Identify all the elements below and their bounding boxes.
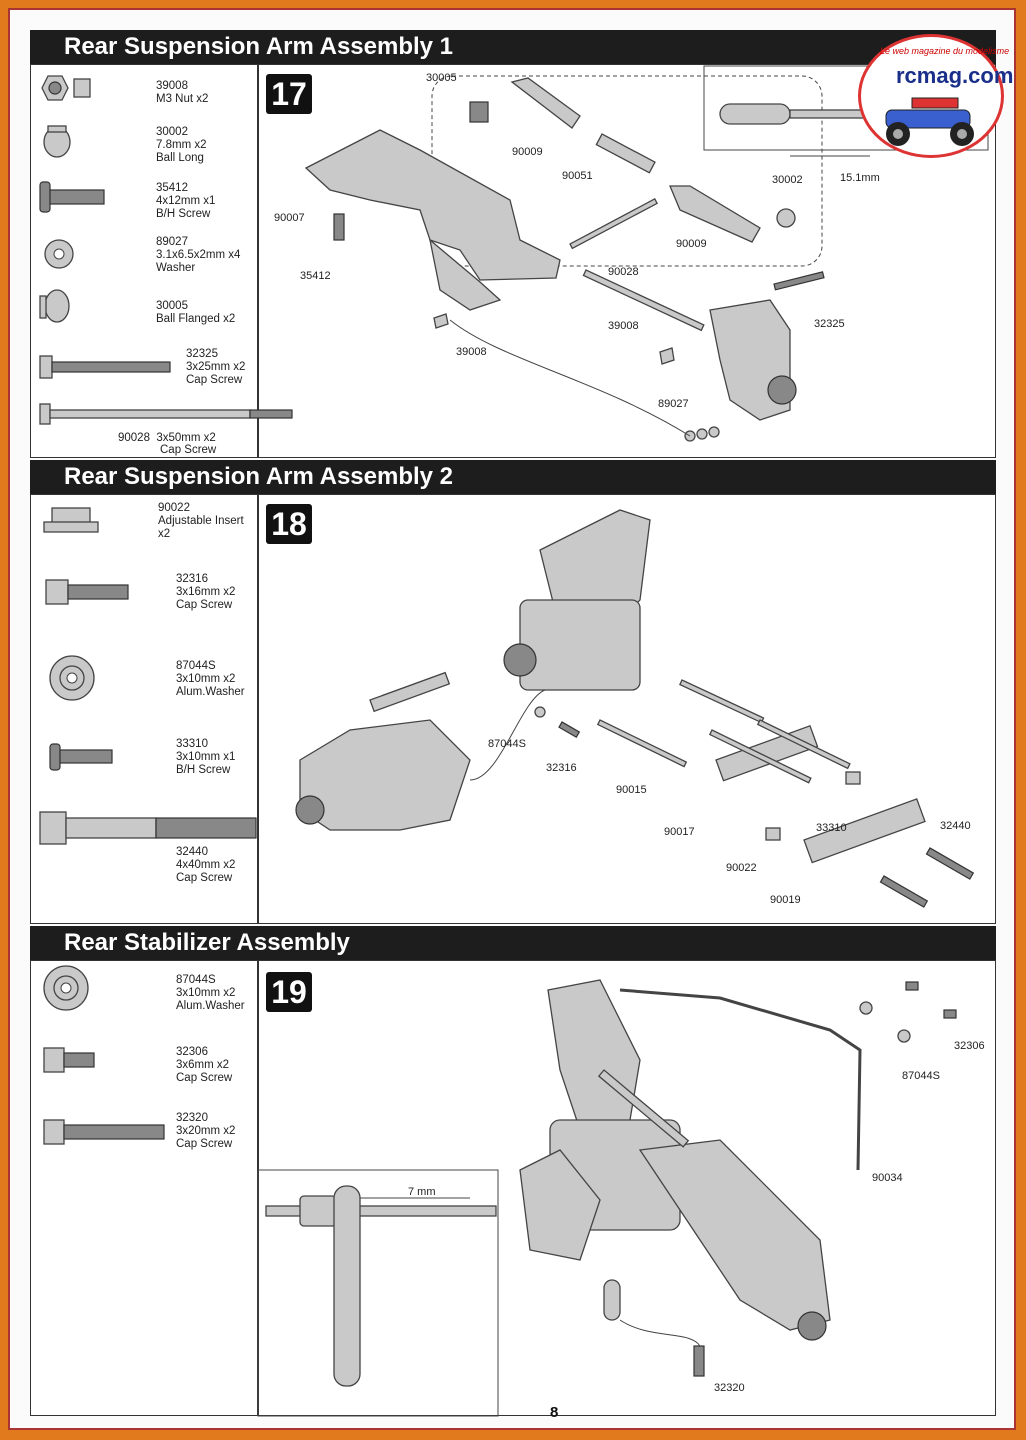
part-callout: 35412 [300,270,331,282]
part-callout: 90017 [664,826,695,838]
part-callout: 90019 [770,894,801,906]
part-callout: 30005 [426,72,457,84]
section-header-2: Rear Suspension Arm Assembly 2 [30,460,996,494]
dimension-label: 15.1mm [840,172,880,184]
part-callout: 87044S [902,1070,940,1082]
part-callout: 90015 [616,784,647,796]
part-callout: 39008 [456,346,487,358]
section-title: Rear Stabilizer Assembly [64,929,350,956]
step-number: 19 [266,972,312,1012]
diagram-area-3 [258,960,996,1416]
part-callout: 90022 [726,862,757,874]
part-callout: 39008 [608,320,639,332]
part-callout: 32325 [814,318,845,330]
rcmag-logo[interactable] [858,34,1004,158]
parts-list-2 [30,494,258,924]
part-callout: 90007 [274,212,305,224]
logo-tagline: Le web magazine du modelisme [880,46,1010,56]
section-title: Rear Suspension Arm Assembly 1 [64,33,454,60]
dimension-label: 7 mm [408,1186,436,1198]
section-header-3: Rear Stabilizer Assembly [30,926,996,960]
section-title: Rear Suspension Arm Assembly 2 [64,463,454,490]
logo-brand: rcmag.com [896,63,1014,88]
part-callout: 90051 [562,170,593,182]
part-callout: 90009 [512,146,543,158]
diagram-area-2 [258,494,996,924]
part-callout: 32306 [954,1040,985,1052]
part-callout: 90009 [676,238,707,250]
part-callout: 90028 [608,266,639,278]
part-callout: 32316 [546,762,577,774]
part-callout: 87044S [488,738,526,750]
part-callout: 30002 [772,174,803,186]
part-callout: 32320 [714,1382,745,1394]
part-item: 90028 3x50mm x2 [118,432,216,444]
section-header-1: Rear Suspension Arm Assembly 1 [30,30,996,64]
part-callout: 90034 [872,1172,903,1184]
page-number: 8 [550,1404,559,1421]
part-callout: 33310 [816,822,847,834]
part-callout: 89027 [658,398,689,410]
parts-list-3 [30,960,258,1416]
rc-car-icon [885,97,974,146]
step-number: 17 [266,74,312,114]
step-number: 18 [266,504,312,544]
part-item: Cap Screw [160,444,217,456]
part-callout: 32440 [940,820,971,832]
